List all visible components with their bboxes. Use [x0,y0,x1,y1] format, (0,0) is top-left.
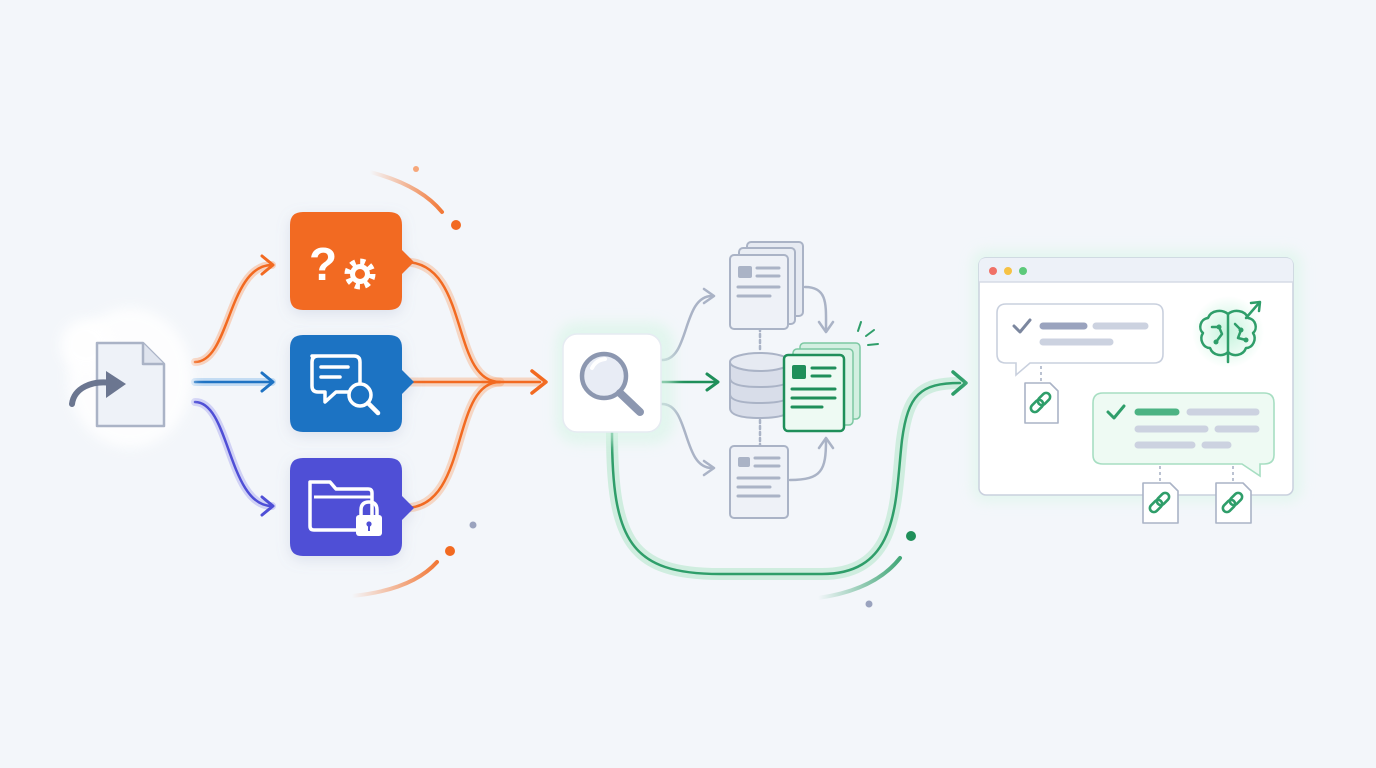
retrieval-node[interactable] [556,322,674,444]
citation-chip[interactable] [1024,382,1059,424]
check-icon [1106,404,1126,420]
document-stack-top [729,241,804,330]
svg-text:?: ? [309,238,337,290]
document-stack-bottom [729,445,789,519]
route-card-secure[interactable] [290,458,414,556]
decor-dot [445,546,455,556]
connector-to-secure [191,398,276,510]
sparkle-icon [857,321,879,346]
ranked-document-node [782,321,879,433]
connector-merge [400,257,548,513]
answer-bubble-grounded [1092,392,1275,478]
citation-chip[interactable] [1142,482,1179,524]
connector-to-answer [606,370,968,580]
connector-to-question [191,261,276,366]
decorative-accents [350,166,916,608]
decor-dot [865,600,873,608]
window-close-dot[interactable] [989,267,997,275]
decor-arc-bottom [350,560,439,598]
ai-brain-icon [1192,296,1264,368]
answer-window[interactable] [972,250,1302,524]
decor-arc-green [816,556,902,600]
window-minimize-dot[interactable] [1004,267,1012,275]
decor-dot [413,166,419,172]
link-icon [1221,491,1244,514]
route-card-search[interactable] [290,335,414,432]
citation-chip[interactable] [1215,482,1252,524]
document-import-icon [69,341,166,428]
link-icon [1148,491,1171,514]
check-icon [1012,318,1032,334]
decor-arc-top [368,170,444,214]
question-gear-icon: ? [309,238,376,290]
chat-search-icon [310,354,381,416]
decor-dot [906,531,916,541]
answer-bubble-primary [996,303,1164,377]
decor-dot [469,521,477,529]
magnifier-icon [579,351,644,416]
database-icon [729,352,791,420]
window-maximize-dot[interactable] [1019,267,1027,275]
locked-folder-icon [308,480,382,536]
route-card-question[interactable]: ? [290,212,414,310]
input-document-node [60,308,192,448]
highlighted-document-icon [782,353,846,433]
decor-dot [451,220,461,230]
link-icon [1029,391,1052,414]
